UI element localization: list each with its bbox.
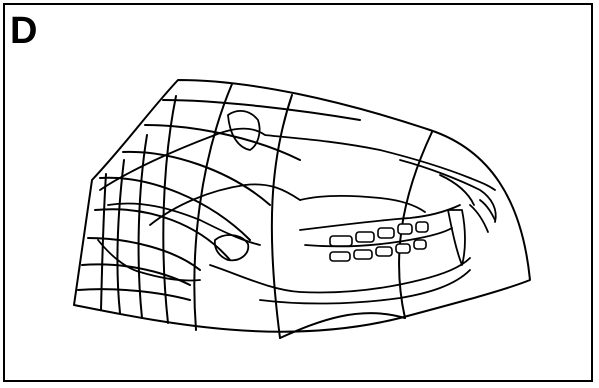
upper-tooth-1 [330, 236, 352, 246]
upper-tooth-2 [356, 232, 374, 242]
mandible-outline [210, 258, 470, 293]
upper-jaw-line [300, 205, 460, 230]
grid-hline-9 [280, 313, 405, 338]
upper-tooth-5 [416, 222, 428, 232]
grid-vline-5 [194, 84, 232, 330]
grid-hline-7 [82, 264, 190, 285]
lower-tooth-4 [396, 244, 410, 253]
grid-outline [74, 80, 530, 332]
grid-hline-8 [78, 289, 190, 300]
upper-tooth-3 [378, 228, 394, 238]
grid-hline-1 [163, 100, 360, 120]
lower-tooth-3 [376, 247, 392, 256]
lower-tooth-5 [414, 240, 426, 249]
deformation-grid [74, 80, 530, 338]
skull-drawing [98, 111, 496, 304]
lower-tooth-2 [354, 250, 372, 259]
upper-tooth-4 [398, 224, 412, 234]
grid-hline-3 [123, 152, 270, 205]
upper-canine [448, 210, 465, 265]
tympanic-bulla [215, 235, 248, 260]
lower-tooth-1 [330, 252, 350, 261]
